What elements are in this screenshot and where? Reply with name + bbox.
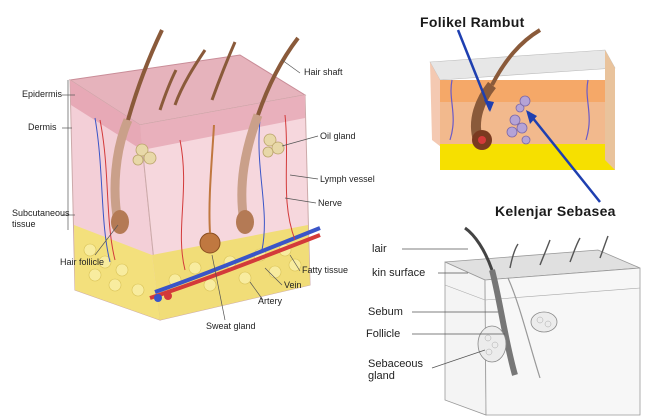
vein-end	[154, 294, 162, 302]
sweat-gland-coil	[199, 124, 221, 254]
label-kelenjar-sebasea: Kelenjar Sebasea	[495, 203, 616, 219]
sebaceous-block	[444, 226, 641, 416]
label-follicle: Follicle	[366, 328, 401, 340]
label-lymph-vessel: Lymph vessel	[320, 174, 375, 184]
label-sweat-gland: Sweat gland	[206, 321, 256, 331]
gland-arrowhead	[526, 110, 537, 124]
oil-glands-left	[132, 133, 285, 166]
label-hair-follicle: Hair follicle	[60, 257, 105, 267]
label-hair: lair	[372, 243, 387, 255]
follicle-arrowhead	[484, 100, 494, 112]
artery-end	[164, 292, 172, 300]
label-nerve: Nerve	[318, 198, 343, 208]
follicle-block	[429, 28, 616, 170]
left-leader-lines	[62, 59, 319, 321]
vein-vessel	[154, 226, 321, 294]
label-oil-gland: Oil gland	[320, 131, 356, 141]
hair-follicle-2	[236, 36, 300, 234]
label-subcutaneous: Subcutaneous tissue	[12, 208, 70, 229]
label-dermis: Dermis	[28, 122, 57, 132]
gland-arrow	[527, 111, 601, 203]
fat-globules	[83, 243, 302, 297]
label-skin-surface: kin surface	[372, 267, 426, 279]
label-fatty-tissue: Fatty tissue	[302, 265, 349, 275]
short-hairs	[158, 41, 237, 111]
vessel-branches	[94, 114, 296, 271]
label-vein: Vein	[284, 280, 302, 290]
label-folikel-rambut: Folikel Rambut	[420, 14, 525, 30]
follicle-arrow	[456, 29, 492, 111]
epidermis-band-right	[140, 95, 305, 150]
label-hair-shaft: Hair shaft	[304, 67, 343, 77]
label-sebaceous-gland: Sebaceous gland	[368, 358, 424, 382]
label-epidermis: Epidermis	[22, 89, 63, 99]
bottom-leader-lines	[402, 248, 505, 369]
label-sebum: Sebum	[368, 306, 403, 318]
label-artery: Artery	[258, 296, 283, 306]
